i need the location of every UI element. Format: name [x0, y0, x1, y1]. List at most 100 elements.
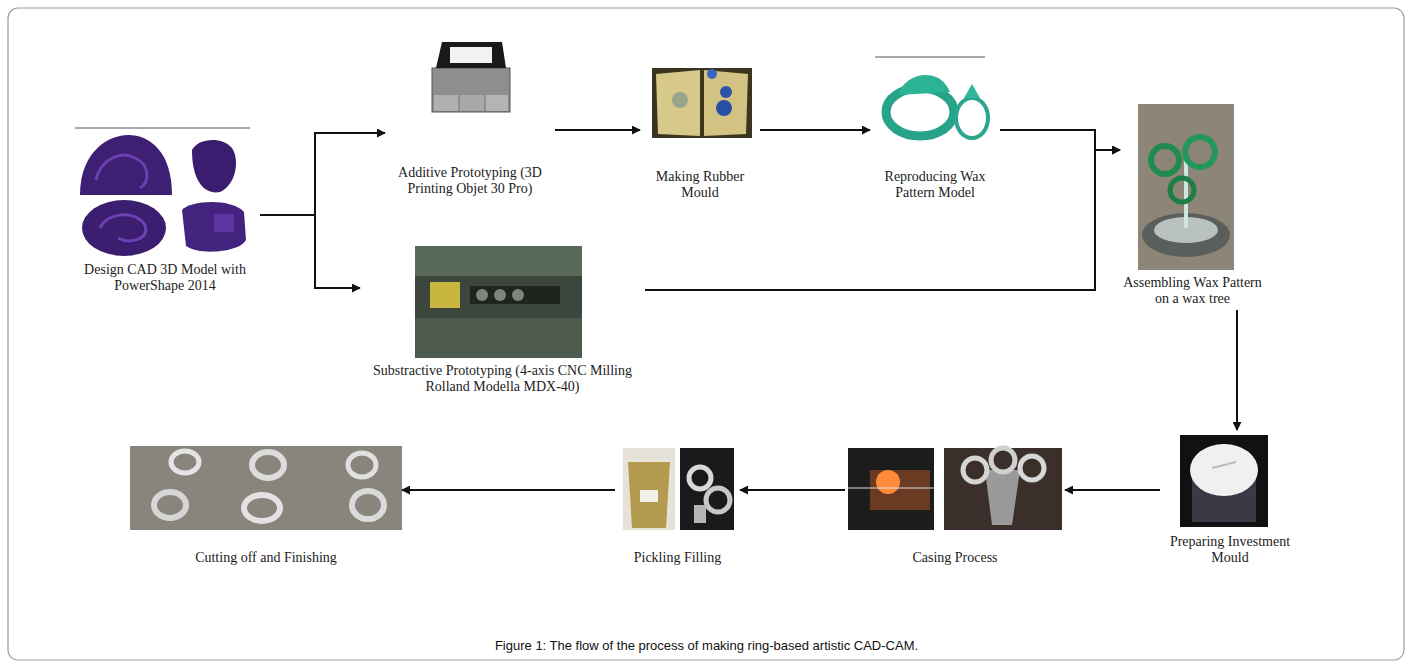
process-step: Substractive Prototyping (4-axis CNC Mil…	[360, 243, 645, 398]
pickling-jar	[628, 462, 670, 528]
mould-cavity	[672, 92, 688, 108]
printer-panel	[434, 95, 458, 111]
process-step: Making Rubber Mould	[640, 62, 760, 204]
mould-half	[704, 70, 748, 136]
wax-piece	[707, 69, 717, 79]
photo-ground	[848, 448, 934, 530]
flow-arrow	[555, 129, 640, 131]
photo-ground	[1138, 104, 1234, 270]
ring-setting	[964, 84, 980, 98]
picture-area	[640, 62, 760, 167]
ring	[171, 451, 199, 473]
furnace	[870, 470, 930, 510]
step-label: Preparing Investment Mould	[1160, 532, 1300, 569]
cad-shape	[82, 200, 166, 256]
printer-body	[432, 68, 510, 112]
step-label: Assembling Wax Pattern on a wax tree	[1120, 273, 1265, 310]
step-label: Making Rubber Mould	[640, 167, 760, 204]
machine-part	[470, 286, 560, 304]
picture-area	[70, 125, 260, 260]
cad-detail	[214, 214, 234, 232]
process-step: Design CAD 3D Model with PowerShape 2014	[70, 125, 260, 297]
printer-panel	[460, 95, 484, 111]
furnace-glow	[876, 470, 900, 494]
flow-arrow	[260, 215, 360, 288]
picture-area	[1120, 100, 1265, 273]
investment-mould-photo	[1180, 435, 1268, 527]
picture-area	[1160, 430, 1300, 532]
cad-models	[75, 128, 250, 256]
step-label: Cutting off and Finishing	[130, 548, 402, 569]
cad-detail	[96, 155, 147, 188]
flask-mark	[1212, 462, 1236, 468]
flow-arrow	[760, 129, 870, 131]
photo-ground	[680, 448, 734, 530]
wax-piece	[716, 100, 732, 116]
ring	[154, 492, 186, 518]
ring-shape	[886, 88, 954, 136]
cad-shape	[192, 140, 236, 192]
photo-ground	[415, 246, 582, 358]
ring	[244, 495, 280, 521]
printer-window	[450, 47, 492, 63]
picture-area	[130, 444, 402, 548]
picture-area	[615, 444, 740, 548]
rule-line	[75, 128, 250, 129]
ring	[352, 491, 384, 519]
cad-shape	[80, 135, 172, 195]
picture-area	[360, 243, 645, 361]
cast-ring	[706, 488, 730, 512]
picture-area	[845, 444, 1065, 548]
printer-lid	[436, 42, 506, 68]
process-step: Cutting off and Finishing	[130, 444, 402, 569]
flow-arrow	[260, 133, 385, 215]
wax-ring	[1185, 137, 1215, 167]
finished-rings-photo	[130, 446, 402, 530]
flow-arrow	[740, 489, 845, 491]
photo-line	[848, 488, 934, 489]
cad-shape	[182, 202, 246, 252]
figure-frame	[8, 8, 1404, 660]
step-label: Substractive Prototyping (4-axis CNC Mil…	[360, 361, 645, 398]
step-label: Additive Prototyping (3D Printing Objet …	[385, 163, 555, 200]
photo-ground	[944, 448, 1062, 530]
process-step: Pickling Filling	[615, 444, 740, 569]
cast-tree	[985, 470, 1020, 525]
process-step: Assembling Wax Pattern on a wax tree	[1120, 100, 1265, 310]
ring-top	[898, 75, 950, 95]
ring	[348, 453, 376, 477]
process-step: Preparing Investment Mould	[1160, 430, 1300, 569]
jar-label	[640, 490, 658, 502]
photo-ground	[652, 68, 752, 138]
machine-part	[476, 289, 488, 301]
picture-area	[870, 52, 1000, 167]
photo-ground	[1180, 435, 1268, 527]
printer-photo	[432, 42, 510, 112]
step-label: Pickling Filling	[615, 548, 740, 569]
rule-line	[875, 57, 985, 58]
casting-photos	[848, 448, 1062, 530]
process-step: Reproducing Wax Pattern Model	[870, 52, 1000, 204]
flow-arrow	[402, 489, 615, 491]
pickling-photos	[623, 448, 734, 530]
wax-tree-photo	[1138, 104, 1234, 270]
wax-ring	[1151, 146, 1179, 174]
process-step: Casing Process	[845, 444, 1065, 569]
flow-arrow	[1000, 130, 1120, 150]
cad-detail	[100, 215, 146, 241]
machine-part	[512, 289, 524, 301]
photo-ground	[130, 446, 402, 530]
cast-ring	[963, 458, 987, 482]
wax-rings	[875, 57, 988, 138]
mould-half	[656, 70, 700, 136]
photo-ground	[623, 448, 675, 530]
ring-shape	[956, 98, 988, 138]
cast-ring	[689, 467, 711, 489]
flask-top	[1190, 444, 1258, 496]
picture-area	[385, 38, 555, 163]
figure-caption: Figure 1: The flow of the process of mak…	[20, 638, 1393, 653]
machine-part	[415, 246, 582, 276]
cnc-photo	[415, 246, 582, 358]
